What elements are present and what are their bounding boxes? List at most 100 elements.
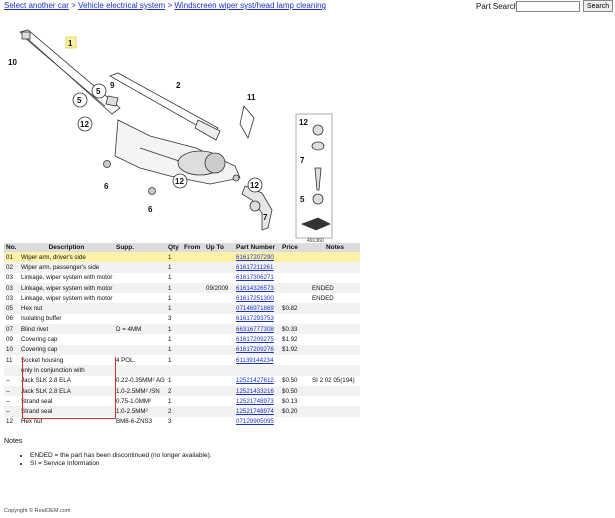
- cell-no: 03: [6, 294, 13, 302]
- part-number-link[interactable]: 12521427612: [236, 377, 274, 385]
- table-row[interactable]: only in conjunction with: [4, 365, 360, 376]
- cell-upto: [204, 293, 234, 303]
- search-button[interactable]: Search: [583, 0, 613, 12]
- part-number-link[interactable]: 07146971869: [236, 305, 274, 313]
- callout-12-panel[interactable]: 12: [299, 118, 308, 127]
- part-number-link[interactable]: 12521433216: [236, 387, 274, 395]
- cell-supp: 4 POL.: [116, 356, 136, 364]
- cell-pn: 07129905095: [234, 417, 280, 427]
- callout-2[interactable]: 2: [176, 81, 181, 90]
- part-number-link[interactable]: 61614326573: [236, 284, 274, 292]
- cell-desc: Linkage, wiper system with motor: [21, 294, 113, 302]
- cell-price: [280, 282, 310, 294]
- cell-from: [182, 355, 204, 365]
- part-number-link[interactable]: 61617207290: [236, 253, 274, 261]
- cell-supp: [114, 252, 166, 263]
- breadcrumb: Select another car > Vehicle electrical …: [4, 1, 326, 10]
- part-number-link[interactable]: 61617209275: [236, 336, 274, 344]
- cell-upto: [204, 376, 234, 386]
- cell-desc: Strand seal: [19, 406, 114, 417]
- part-number-link[interactable]: 12521748973: [236, 397, 274, 405]
- parts-diagram[interactable]: 1 2 5 5 6 6 7 9 10 11 12 12 12 12 7 5 49…: [0, 18, 340, 243]
- hazard-part-11[interactable]: [239, 105, 255, 140]
- cell-price: $1.92: [280, 344, 310, 355]
- part-number-link[interactable]: 61617209276: [236, 346, 274, 354]
- cell-upto: [204, 334, 234, 344]
- wiper-arm-passenger[interactable]: [109, 72, 219, 135]
- cell-price: [280, 417, 310, 427]
- cell-from: [182, 252, 204, 263]
- cell-price: [280, 365, 310, 376]
- cell-notes: [310, 417, 360, 427]
- part-search-label: Part Search:: [476, 2, 521, 11]
- col-header-from: From: [182, 243, 204, 252]
- part-number-link[interactable]: 66316777308: [236, 325, 274, 333]
- cell-notes: [310, 273, 360, 283]
- cell-supp: [114, 314, 166, 324]
- breadcrumb-windscreen-wiper[interactable]: Windscreen wiper syst/head lamp cleaning: [174, 1, 327, 10]
- part-number-link[interactable]: 61617293753: [236, 315, 274, 323]
- cell-price: [280, 262, 310, 273]
- callout-7[interactable]: 7: [263, 213, 268, 222]
- cell-from: [182, 293, 204, 303]
- cell-pn: 12521748973: [234, 396, 280, 406]
- part-number-link[interactable]: 12521748974: [236, 408, 274, 416]
- part-number-link[interactable]: 61617306271: [236, 274, 274, 282]
- cell-desc: Covering cap: [21, 336, 58, 344]
- callout-9[interactable]: 9: [110, 81, 115, 90]
- table-header-row: No. Description Supp. Qty From Up To Par…: [4, 243, 360, 252]
- callout-12b[interactable]: 12: [175, 177, 184, 186]
- cell-qty: 1: [166, 262, 182, 273]
- cell-no: 05: [4, 303, 19, 314]
- breadcrumb-vehicle-electrical[interactable]: Vehicle electrical system: [78, 1, 166, 10]
- socket-housing[interactable]: [249, 200, 261, 212]
- callout-1[interactable]: 1: [68, 39, 73, 48]
- cell-qty: 1: [166, 344, 182, 355]
- breadcrumb-separator: >: [71, 1, 76, 10]
- callout-10[interactable]: 10: [8, 58, 17, 67]
- cell-qty: 3: [168, 315, 172, 323]
- cell-qty: 1: [166, 324, 182, 335]
- callout-5-panel[interactable]: 5: [300, 195, 305, 204]
- callout-5a[interactable]: 5: [77, 96, 82, 105]
- part-number-link[interactable]: 61617211261: [236, 263, 274, 271]
- buffer-6a[interactable]: [103, 160, 111, 168]
- callout-7-panel[interactable]: 7: [300, 156, 305, 165]
- cell-notes: [310, 355, 360, 365]
- callout-6a[interactable]: 6: [104, 182, 109, 191]
- part-number-link[interactable]: 07129905095: [236, 418, 274, 426]
- cell-from: [182, 303, 204, 314]
- cell-price: $0.33: [280, 324, 310, 335]
- callout-11[interactable]: 11: [247, 93, 256, 102]
- callout-12c[interactable]: 12: [250, 181, 259, 190]
- part-number-link[interactable]: 61617251300: [236, 294, 274, 302]
- cap-10[interactable]: [21, 31, 31, 40]
- cell-from: [182, 344, 204, 355]
- breadcrumb-select-car[interactable]: Select another car: [4, 1, 69, 10]
- part-search-input[interactable]: [516, 1, 580, 12]
- callout-12a[interactable]: 12: [80, 120, 89, 129]
- cell-price: $0.82: [280, 303, 310, 314]
- callout-6b[interactable]: 6: [148, 205, 153, 214]
- part-number-link[interactable]: 61139144234: [236, 356, 274, 364]
- buffer-6b[interactable]: [148, 187, 156, 195]
- callout-5b[interactable]: 5: [96, 87, 101, 96]
- cap-9[interactable]: [105, 95, 119, 107]
- cell-supp: 1.0-2.5MM² /SN: [114, 385, 166, 397]
